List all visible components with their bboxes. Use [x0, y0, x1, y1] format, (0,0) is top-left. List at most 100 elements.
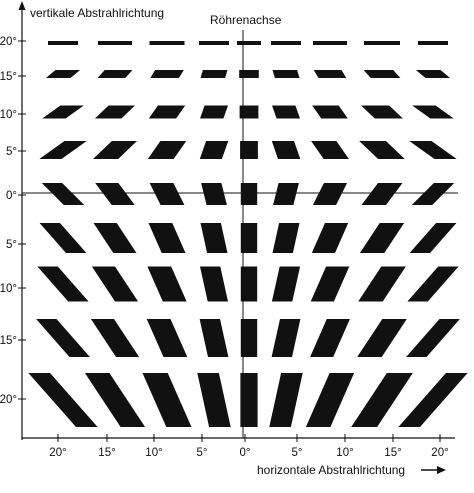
focal-spot — [358, 266, 406, 302]
focal-spot — [272, 223, 300, 253]
focal-spot — [359, 223, 405, 253]
focal-spot — [313, 41, 347, 45]
focal-spot — [240, 319, 258, 357]
focal-spot — [357, 319, 407, 357]
tube-axis-label: Röhrenachse — [210, 13, 282, 27]
vertical-tick-label: 20° — [0, 36, 17, 48]
vertical-tick-label: 15° — [0, 71, 17, 83]
focal-spot — [411, 183, 455, 205]
focal-spot — [93, 223, 137, 253]
focal-spot — [312, 105, 348, 119]
focal-spot — [28, 373, 98, 427]
vertical-tick-label: 15° — [0, 335, 17, 347]
focal-spot — [407, 266, 459, 302]
focal-spot — [240, 373, 258, 427]
focal-spot — [271, 266, 301, 302]
vertical-tick-marks: 20°15°10°5°0°5°10°15°20° — [0, 36, 26, 406]
vertical-axis-arrow-icon — [18, 1, 26, 10]
horizontal-tick-label: 20° — [49, 447, 66, 459]
focal-spot — [272, 70, 300, 78]
focal-spot — [415, 70, 451, 78]
focal-spot — [269, 373, 303, 427]
focal-spot — [363, 70, 401, 78]
horizontal-tick-label: 15° — [384, 447, 401, 459]
focal-spot — [200, 105, 228, 119]
focal-spot — [311, 223, 349, 253]
horizontal-tick-label: 10° — [145, 447, 162, 459]
vertical-tick-label: 20° — [0, 394, 17, 406]
focal-spot — [351, 373, 413, 427]
focal-spot — [148, 105, 186, 119]
focal-spot-grid — [28, 41, 468, 427]
focal-spot — [409, 141, 457, 159]
focal-spot — [305, 373, 355, 427]
focal-spot — [311, 141, 349, 159]
focal-spot — [150, 70, 184, 78]
focal-spot — [271, 41, 301, 45]
focal-spot — [271, 319, 301, 357]
horizontal-tick-label: 10° — [336, 447, 353, 459]
focal-spot — [39, 223, 87, 253]
horizontal-tick-label: 5° — [197, 447, 208, 459]
vertical-axis-label: vertikale Abstrahlrichtung — [30, 6, 164, 20]
vertical-tick-label: 10° — [0, 283, 17, 295]
horizontal-tick-label: 5° — [292, 447, 303, 459]
horizontal-tick-label: 20° — [431, 447, 448, 459]
focal-spot — [91, 266, 139, 302]
focal-spot — [312, 183, 348, 205]
focal-spot — [271, 141, 301, 159]
focal-spot — [200, 70, 228, 78]
focal-spot — [240, 183, 258, 205]
focal-spot — [240, 266, 258, 302]
focal-spot — [41, 183, 85, 205]
focal-spot — [39, 141, 87, 159]
focal-spot — [200, 266, 228, 302]
focal-spot — [398, 373, 468, 427]
focal-spot — [42, 105, 84, 119]
focal-spot — [200, 223, 228, 253]
focal-spot — [412, 105, 454, 119]
focal-spot — [149, 41, 185, 45]
focal-spot — [273, 183, 299, 205]
focal-spot — [142, 373, 192, 427]
focal-spot — [239, 105, 259, 119]
focal-spot — [146, 319, 188, 357]
focal-spot — [272, 105, 300, 119]
horizontal-tick-label: 0° — [240, 447, 251, 459]
focal-spot — [237, 41, 261, 45]
focal-spot — [197, 373, 231, 427]
focal-spot — [95, 183, 135, 205]
focal-spot — [199, 41, 229, 45]
focal-spot — [45, 70, 81, 78]
focal-spot — [37, 266, 89, 302]
horizontal-axis-arrow-icon — [421, 466, 446, 474]
focal-spot — [310, 319, 350, 357]
focal-spot — [359, 141, 405, 159]
focal-spot — [406, 319, 460, 357]
focal-spot — [149, 183, 185, 205]
focal-spot — [97, 70, 133, 78]
focal-spot — [98, 41, 132, 45]
focal-spot — [240, 223, 258, 253]
focal-spot — [199, 319, 229, 357]
focal-spot — [48, 41, 78, 45]
horizontal-axis-label: horizontale Abstrahlrichtung — [257, 463, 405, 477]
focal-spot — [201, 183, 227, 205]
focal-spot — [147, 141, 187, 159]
focal-spot — [36, 319, 90, 357]
vertical-tick-label: 5° — [6, 146, 17, 158]
focal-spot — [93, 141, 137, 159]
vertical-tick-label: 10° — [0, 109, 17, 121]
focal-spot — [199, 141, 229, 159]
focal-spot — [310, 266, 350, 302]
focal-spot — [361, 105, 403, 119]
focal-spot — [240, 141, 258, 159]
horizontal-tick-label: 15° — [98, 447, 115, 459]
focal-spot — [147, 266, 187, 302]
focal-spot — [239, 70, 259, 78]
focal-spot — [361, 183, 403, 205]
focal-spot — [84, 373, 146, 427]
horizontal-tick-marks: 20° 15° 10° 5° 0° 5° 10° 15° 20° — [49, 434, 449, 459]
focal-spot — [148, 223, 186, 253]
